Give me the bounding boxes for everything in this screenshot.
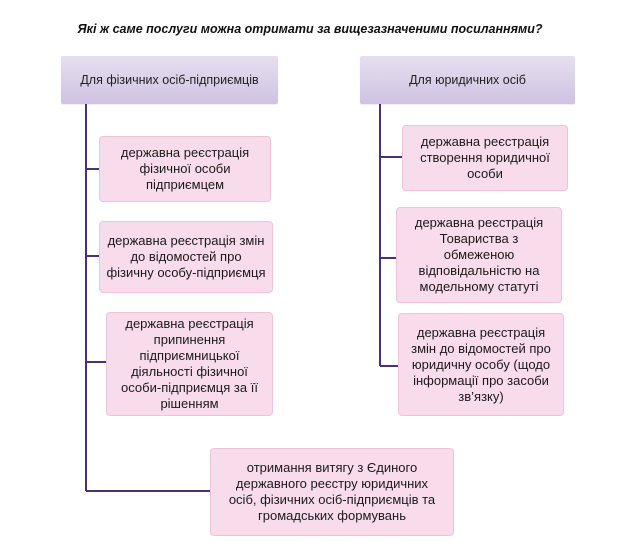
- bottom-item-extract: отримання витягу з Єдиного державного ре…: [210, 448, 454, 536]
- page-title: Які ж саме послуги можна отримати за вищ…: [77, 22, 543, 36]
- left-item-state-registration: державна реєстрація фізичної особи підпр…: [99, 136, 271, 202]
- right-item-contact-changes: державна реєстрація змін до відомостей п…: [398, 313, 564, 416]
- left-header: Для фізичних осіб-підприємців: [61, 56, 278, 104]
- right-item-llc-registration: державна реєстрація Товариства з обмежен…: [396, 207, 562, 303]
- right-header: Для юридичних осіб: [360, 56, 575, 104]
- left-item-termination-registration: державна реєстрація припинення підприємн…: [106, 312, 273, 416]
- left-item-changes-registration: державна реєстрація змін до відомостей п…: [99, 221, 273, 293]
- right-item-creation-registration: державна реєстрація створення юридичної …: [402, 125, 568, 191]
